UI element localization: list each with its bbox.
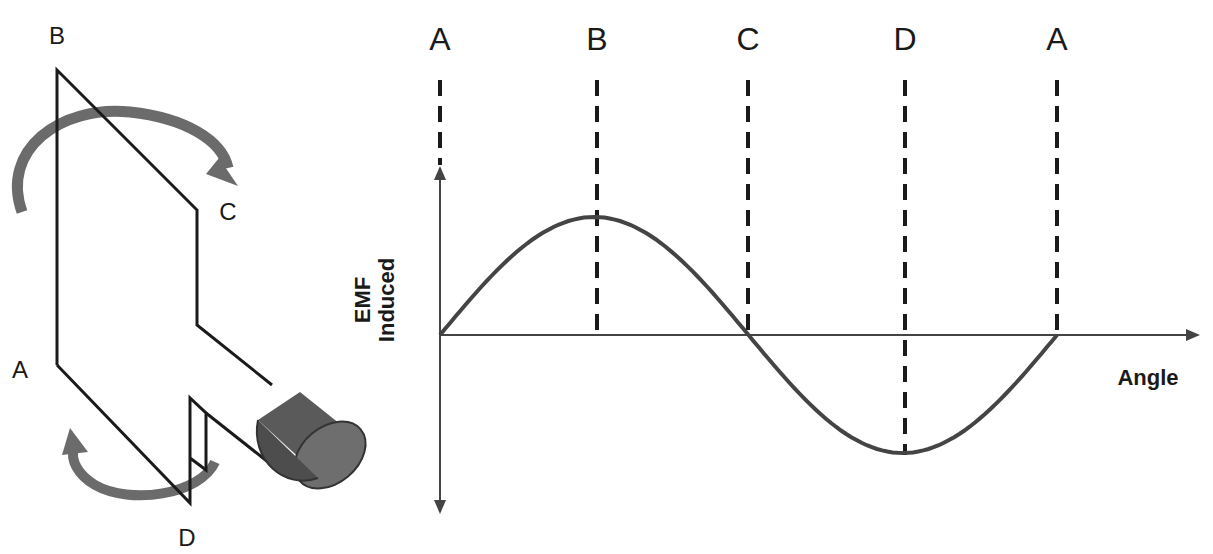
slip-ring bbox=[257, 392, 379, 502]
angle-mark-label: C bbox=[736, 22, 759, 57]
angle-mark-label: B bbox=[586, 22, 607, 57]
rotation-arrow bbox=[17, 111, 228, 212]
angle-mark-label: D bbox=[893, 22, 916, 57]
point-label: B bbox=[49, 23, 65, 49]
axis bbox=[440, 168, 1198, 512]
dashed-guide bbox=[440, 80, 1057, 455]
point-label: A bbox=[12, 357, 28, 383]
point-label: C bbox=[219, 199, 236, 225]
angle-mark-label: A bbox=[429, 22, 450, 57]
axis-title: EMF Induced bbox=[351, 252, 399, 348]
sine-curve bbox=[440, 217, 1057, 453]
angle-mark-label: A bbox=[1046, 22, 1067, 57]
coil-loop bbox=[57, 70, 272, 503]
axis-title: Angle bbox=[1117, 366, 1178, 390]
rotation-arrowhead bbox=[206, 158, 238, 186]
rotation-arrowhead bbox=[62, 428, 88, 455]
point-label: D bbox=[178, 525, 195, 551]
